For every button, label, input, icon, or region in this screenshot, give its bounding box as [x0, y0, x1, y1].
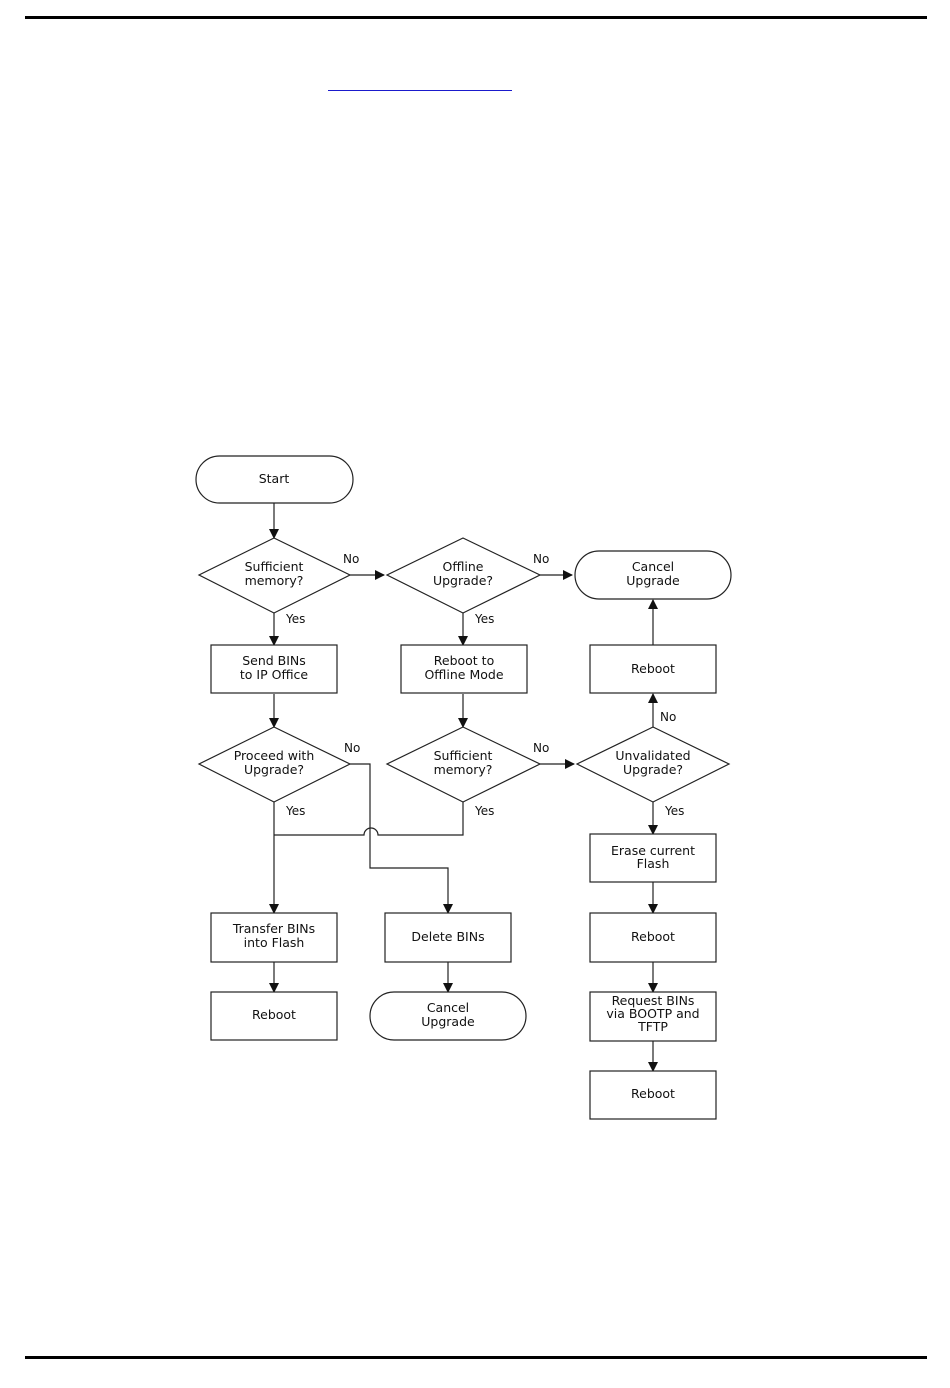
- erase-flash-line1: Erase current: [611, 843, 695, 858]
- reboot-4-text: Reboot: [631, 1086, 675, 1101]
- request-bins-line1: Request BINs: [612, 993, 695, 1008]
- sufficient-memory-2-line1: Sufficient: [434, 748, 493, 763]
- offline-upgrade-line1: Offline: [442, 559, 483, 574]
- send-bins-process: Send BINs to IP Office: [210, 644, 338, 694]
- cancel-upgrade-2-line2: Upgrade: [421, 1014, 475, 1029]
- transfer-bins-process: Transfer BINs into Flash: [210, 912, 338, 963]
- label-yes-memory2: Yes: [474, 804, 494, 818]
- cancel-upgrade-terminal-1: Cancel Upgrade: [574, 550, 732, 600]
- request-bins-process: Request BINs via BOOTP and TFTP: [589, 991, 717, 1042]
- label-yes-proceed: Yes: [285, 804, 305, 818]
- send-bins-line1: Send BINs: [242, 653, 306, 668]
- cancel-upgrade-1-line1: Cancel: [632, 559, 674, 574]
- reboot-process-2: Reboot: [210, 991, 338, 1041]
- unvalidated-upgrade-decision: Unvalidated Upgrade?: [575, 726, 731, 803]
- sufficient-memory-decision-1: Sufficient memory?: [197, 537, 352, 614]
- unvalidated-upgrade-line2: Upgrade?: [623, 762, 683, 777]
- cancel-upgrade-terminal-2: Cancel Upgrade: [369, 991, 527, 1041]
- cancel-upgrade-1-line2: Upgrade: [626, 573, 680, 588]
- transfer-bins-line1: Transfer BINs: [232, 921, 315, 936]
- proceed-upgrade-decision: Proceed with Upgrade?: [197, 726, 352, 803]
- hyperlink-underline[interactable]: [328, 90, 512, 91]
- cancel-upgrade-2-line1: Cancel: [427, 1000, 469, 1015]
- delete-bins-text: Delete BINs: [411, 929, 484, 944]
- request-bins-line2: via BOOTP and: [606, 1006, 699, 1021]
- proceed-upgrade-line1: Proceed with: [234, 748, 315, 763]
- label-yes-offline: Yes: [474, 612, 494, 626]
- offline-upgrade-line2: Upgrade?: [433, 573, 493, 588]
- offline-upgrade-decision: Offline Upgrade?: [385, 537, 542, 614]
- reboot-process-1: Reboot: [589, 644, 717, 694]
- label-no-offline: No: [533, 552, 549, 566]
- reboot-offline-process: Reboot to Offline Mode: [400, 644, 528, 694]
- erase-flash-line2: Flash: [637, 856, 670, 871]
- label-no-unvalidated: No: [660, 710, 676, 724]
- reboot-2-text: Reboot: [252, 1007, 296, 1022]
- arrow-proceed-no: [350, 763, 453, 914]
- unvalidated-upgrade-line1: Unvalidated: [615, 748, 690, 763]
- label-yes-unvalidated: Yes: [664, 804, 684, 818]
- bottom-rule: [25, 1356, 927, 1359]
- sufficient-memory-decision-2: Sufficient memory?: [385, 726, 542, 803]
- label-yes-memory1: Yes: [285, 612, 305, 626]
- start-text: Start: [259, 471, 290, 486]
- connector-memory2-yes: [274, 802, 464, 836]
- top-rule: [25, 16, 927, 19]
- reboot-offline-line2: Offline Mode: [424, 667, 503, 682]
- sufficient-memory-1-line2: memory?: [245, 573, 304, 588]
- label-no-memory1: No: [343, 552, 359, 566]
- reboot-process-3: Reboot: [589, 912, 717, 963]
- reboot-3-text: Reboot: [631, 929, 675, 944]
- request-bins-line3: TFTP: [637, 1019, 668, 1034]
- send-bins-line2: to IP Office: [240, 667, 309, 682]
- erase-flash-process: Erase current Flash: [589, 833, 717, 883]
- sufficient-memory-1-line1: Sufficient: [245, 559, 304, 574]
- reboot-process-4: Reboot: [589, 1070, 717, 1120]
- delete-bins-process: Delete BINs: [384, 912, 512, 963]
- label-no-proceed: No: [344, 741, 360, 755]
- reboot-1-text: Reboot: [631, 661, 675, 676]
- sufficient-memory-2-line2: memory?: [434, 762, 493, 777]
- start-terminal: Start: [195, 455, 354, 504]
- transfer-bins-line2: into Flash: [244, 935, 305, 950]
- proceed-upgrade-line2: Upgrade?: [244, 762, 304, 777]
- label-no-memory2: No: [533, 741, 549, 755]
- reboot-offline-line1: Reboot to: [434, 653, 494, 668]
